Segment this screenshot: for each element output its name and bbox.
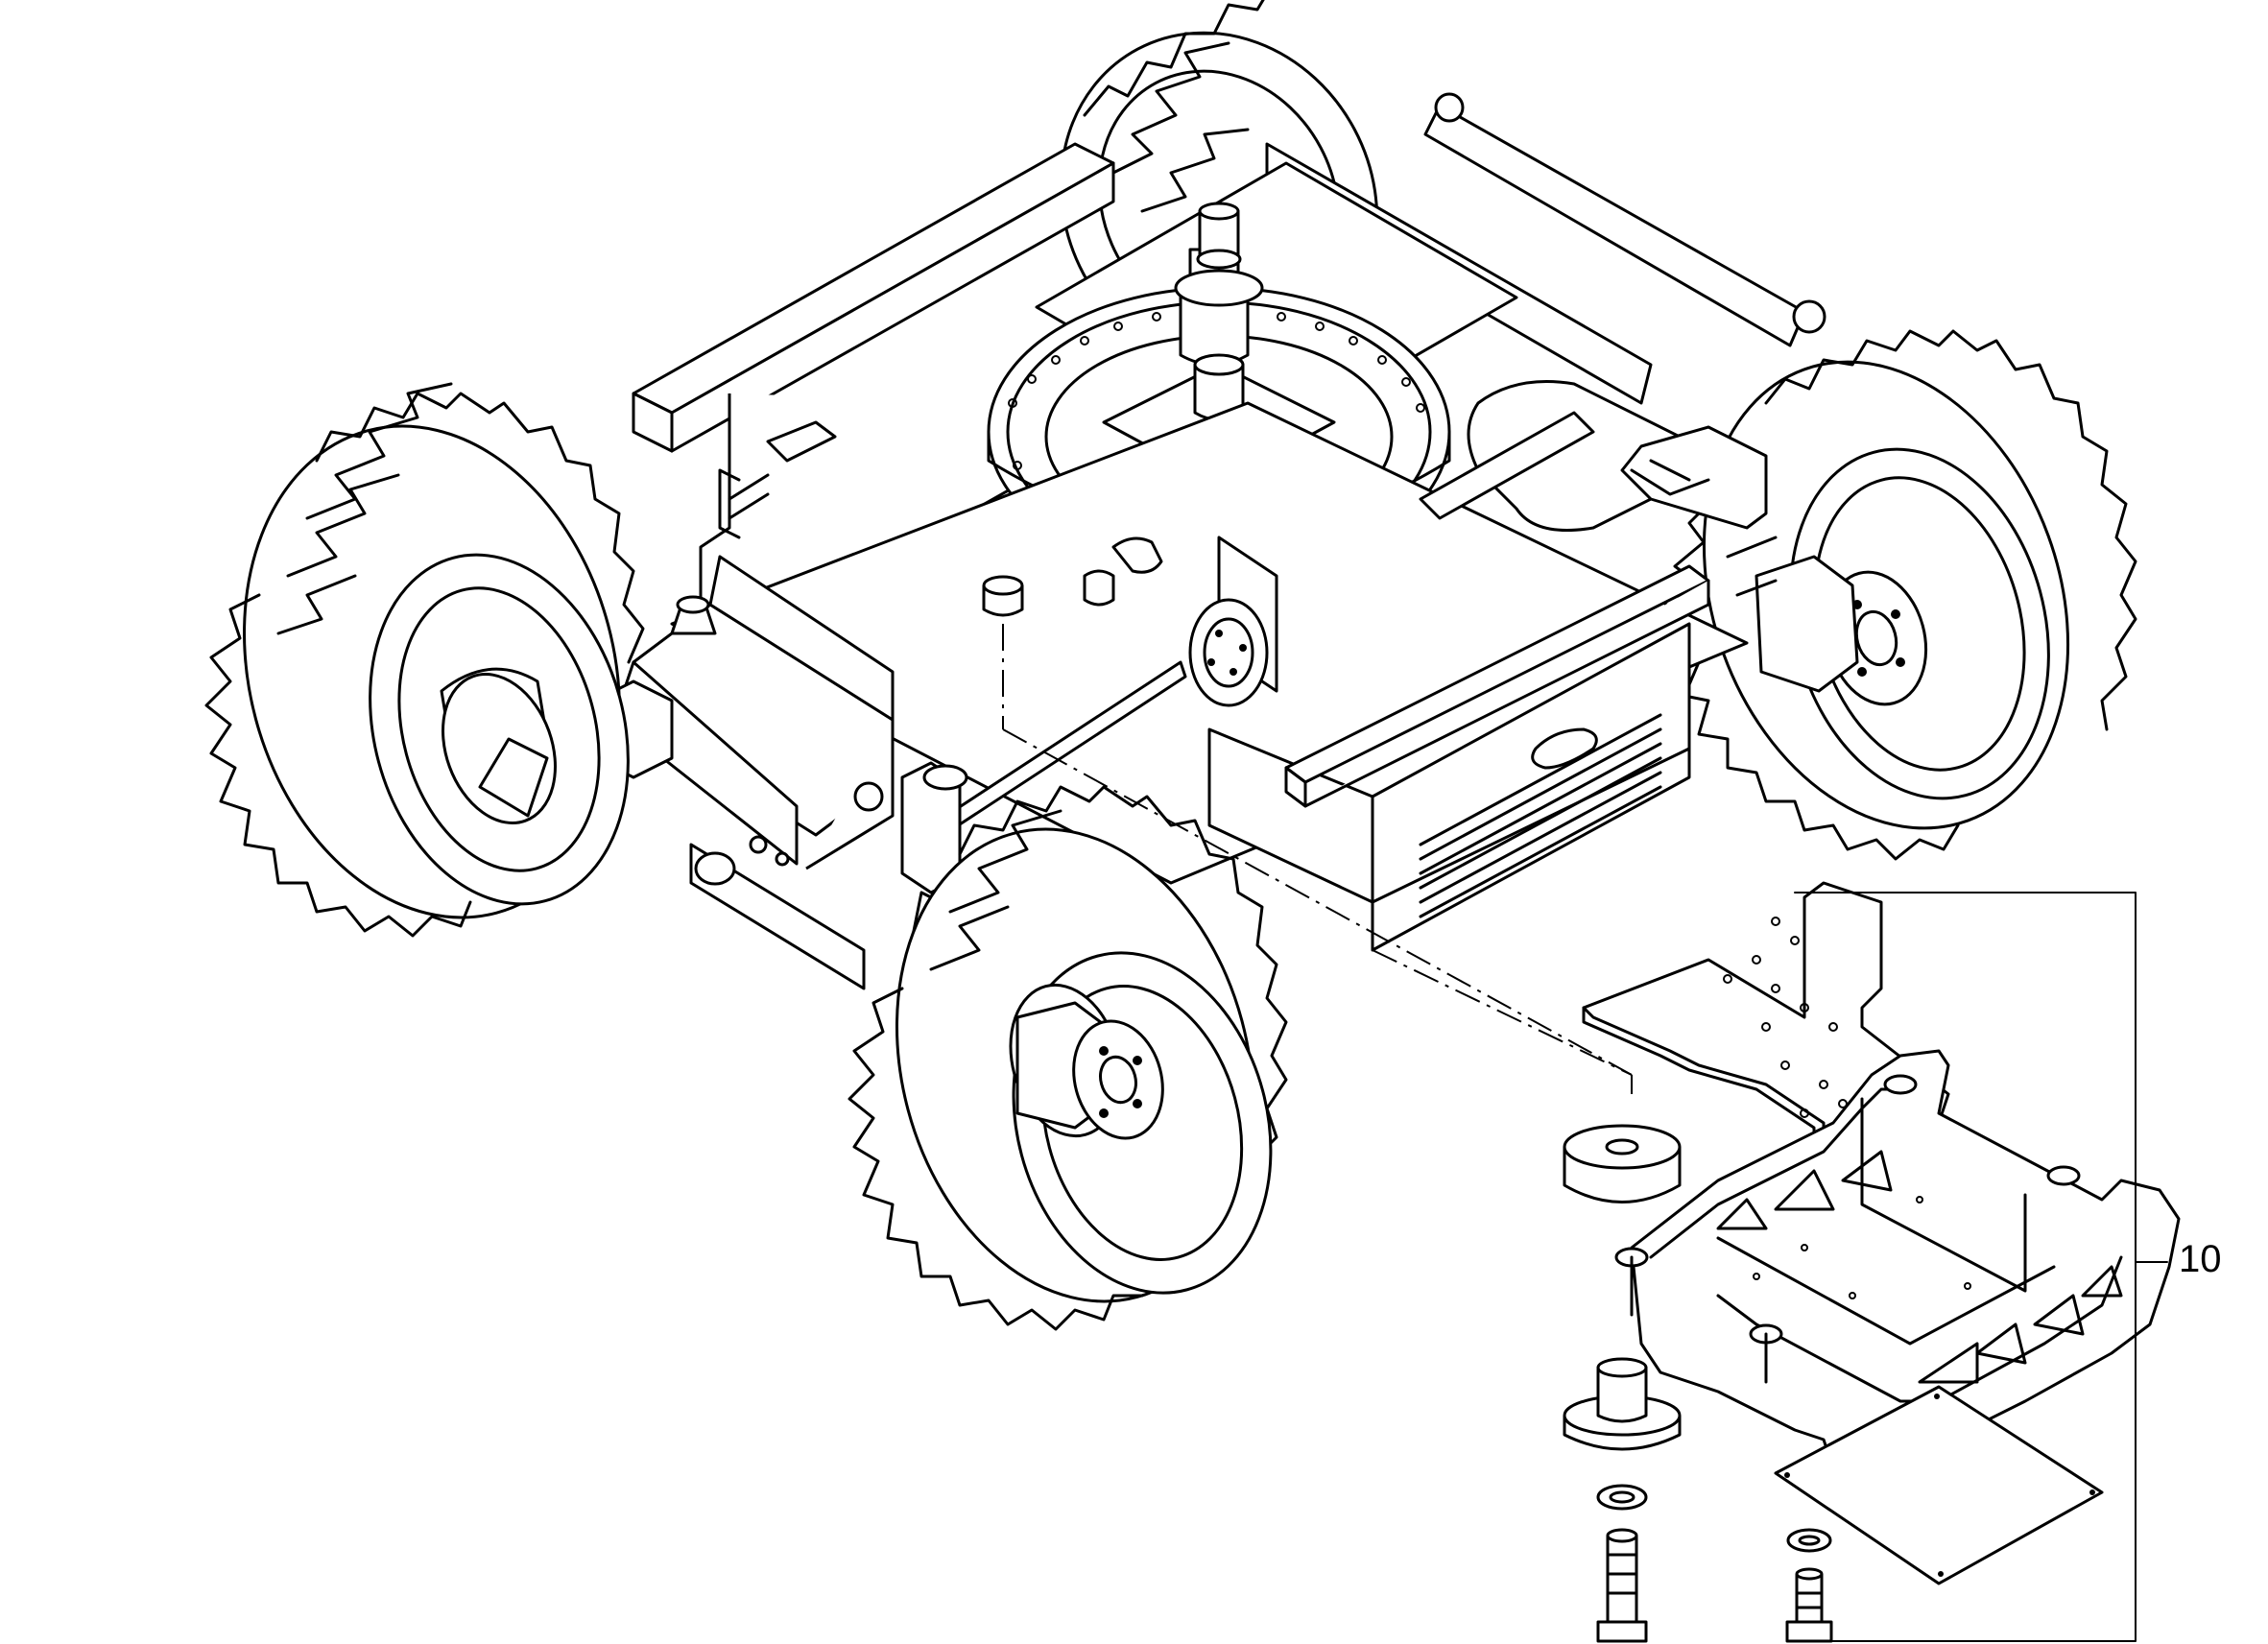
bolt-left bbox=[1596, 1528, 1648, 1643]
bolt-right bbox=[1785, 1567, 1833, 1643]
front-right-wheel bbox=[848, 785, 1288, 1331]
front-left-wheel bbox=[204, 382, 645, 938]
washer-right bbox=[1786, 1528, 1832, 1553]
cap-fitting bbox=[982, 575, 1024, 617]
plate-holes bbox=[1723, 917, 1848, 1118]
cover-plate bbox=[1774, 1385, 2104, 1585]
washer-left bbox=[1596, 1484, 1648, 1511]
chassis-body bbox=[670, 380, 1768, 952]
cradle-frame bbox=[1614, 1049, 2181, 1480]
callout-bracket bbox=[1794, 892, 2168, 1642]
rear-right-wheel bbox=[1668, 329, 2137, 861]
front-axle-arm bbox=[536, 555, 968, 990]
callout-label: 10 bbox=[2179, 1238, 2222, 1280]
rubber-mount-upper bbox=[1563, 1124, 1682, 1203]
rubber-mount-lower bbox=[1563, 1357, 1682, 1451]
